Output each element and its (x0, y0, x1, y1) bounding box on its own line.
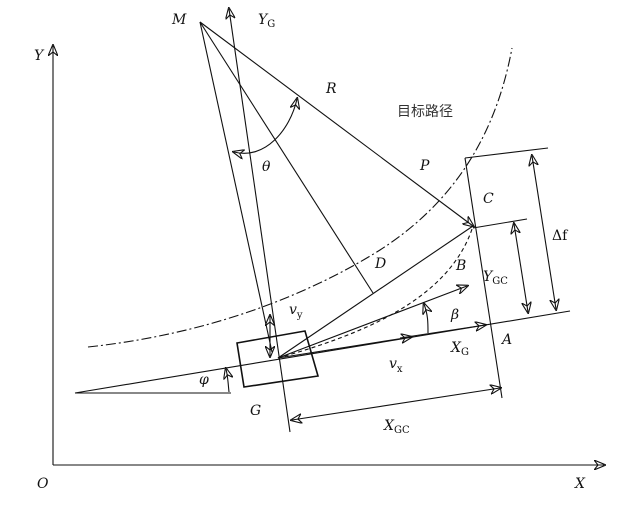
label-Y: Y (34, 48, 45, 64)
xg-arrow (399, 325, 485, 339)
label-O: O (37, 476, 49, 492)
label-C: C (483, 191, 494, 207)
ygc-line (464, 157, 503, 399)
label-delta-f: Δf (552, 228, 569, 244)
beta-arc (424, 304, 428, 334)
vx-arrow (277, 337, 411, 359)
label-B: B (455, 258, 466, 274)
line-M-G (199, 21, 273, 353)
label-target-path: 目标路径 (397, 104, 453, 120)
xgc-arrow (292, 388, 500, 420)
label-D: D (374, 256, 386, 272)
label-P: P (419, 158, 430, 174)
phi-arc (226, 369, 229, 393)
line-M-D (199, 21, 374, 294)
label-theta: θ (262, 159, 271, 175)
line-G-P (277, 225, 474, 359)
label-YGC: YGC (483, 269, 508, 287)
ygc-arrow (514, 224, 528, 312)
label-vy: vy (289, 302, 303, 321)
yg-axis (229, 9, 291, 433)
label-XG: XG (450, 340, 469, 358)
delta-f-arrow (532, 156, 556, 309)
label-beta: β (450, 307, 459, 323)
theta-arc (234, 99, 297, 153)
label-phi: φ (199, 372, 209, 388)
label-X: X (574, 476, 586, 492)
label-M: M (171, 12, 187, 28)
label-vx: vx (389, 356, 403, 375)
vehicle-body (236, 330, 320, 388)
label-A: A (500, 332, 512, 348)
label-R: R (325, 81, 337, 97)
target-path-curve (87, 47, 513, 348)
top-ref-line (464, 147, 549, 159)
beta-vector (277, 286, 467, 359)
heading-line (74, 310, 571, 394)
dashed-trajectory (277, 225, 474, 359)
label-XGC: XGC (383, 418, 410, 436)
line-R (199, 21, 473, 226)
label-G: G (250, 403, 261, 419)
label-YG: YG (258, 12, 275, 30)
c-ref-line (472, 218, 528, 229)
